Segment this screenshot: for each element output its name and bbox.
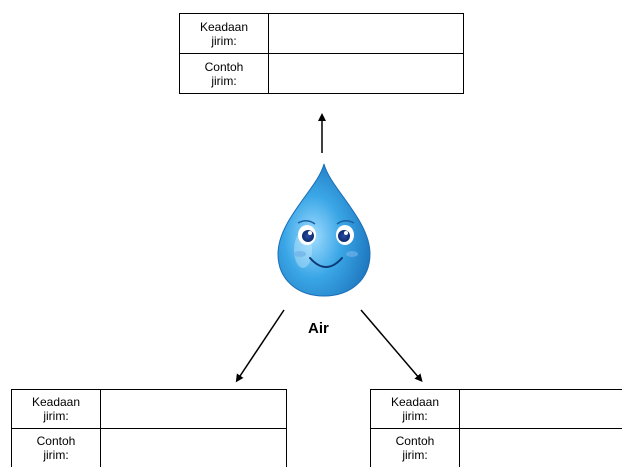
example-label-line2: jirim:	[43, 448, 69, 462]
example-answer-field[interactable]	[459, 428, 622, 467]
state-answer-field[interactable]	[100, 389, 287, 429]
state-label-line1: Keadaan	[199, 19, 249, 34]
state-row: Keadaan jirim:	[370, 389, 622, 429]
state-label-line2: jirim:	[402, 409, 428, 423]
state-label: Keadaan jirim:	[179, 13, 269, 54]
example-label-line1: Contoh	[395, 434, 435, 448]
top-state-table: Keadaan jirim: Contoh jirim:	[179, 13, 464, 94]
example-label: Contoh jirim:	[11, 428, 101, 467]
example-row: Contoh jirim:	[370, 428, 622, 467]
example-label-line2: jirim:	[211, 73, 237, 88]
arrow-down-left	[235, 309, 285, 383]
example-answer-field[interactable]	[100, 428, 287, 467]
state-row: Keadaan jirim:	[179, 13, 464, 54]
example-row: Contoh jirim:	[11, 428, 287, 467]
state-label-line1: Keadaan	[31, 395, 81, 409]
example-answer-field[interactable]	[268, 53, 464, 94]
example-label: Contoh jirim:	[370, 428, 460, 467]
example-row: Contoh jirim:	[179, 53, 464, 94]
example-label-line1: Contoh	[204, 59, 244, 74]
water-droplet-icon	[277, 163, 371, 297]
example-label-line2: jirim:	[402, 448, 428, 462]
right-state-table: Keadaan jirim: Contoh jirim:	[370, 389, 622, 467]
arrow-down-right	[360, 309, 423, 383]
state-label: Keadaan jirim:	[370, 389, 460, 429]
state-label-line2: jirim:	[43, 409, 69, 423]
example-label-line1: Contoh	[36, 434, 76, 448]
left-state-table: Keadaan jirim: Contoh jirim:	[11, 389, 287, 467]
state-label-line1: Keadaan	[390, 395, 440, 409]
state-answer-field[interactable]	[459, 389, 622, 429]
state-label-line2: jirim:	[211, 33, 237, 48]
center-label: Air	[308, 320, 329, 337]
state-row: Keadaan jirim:	[11, 389, 287, 429]
